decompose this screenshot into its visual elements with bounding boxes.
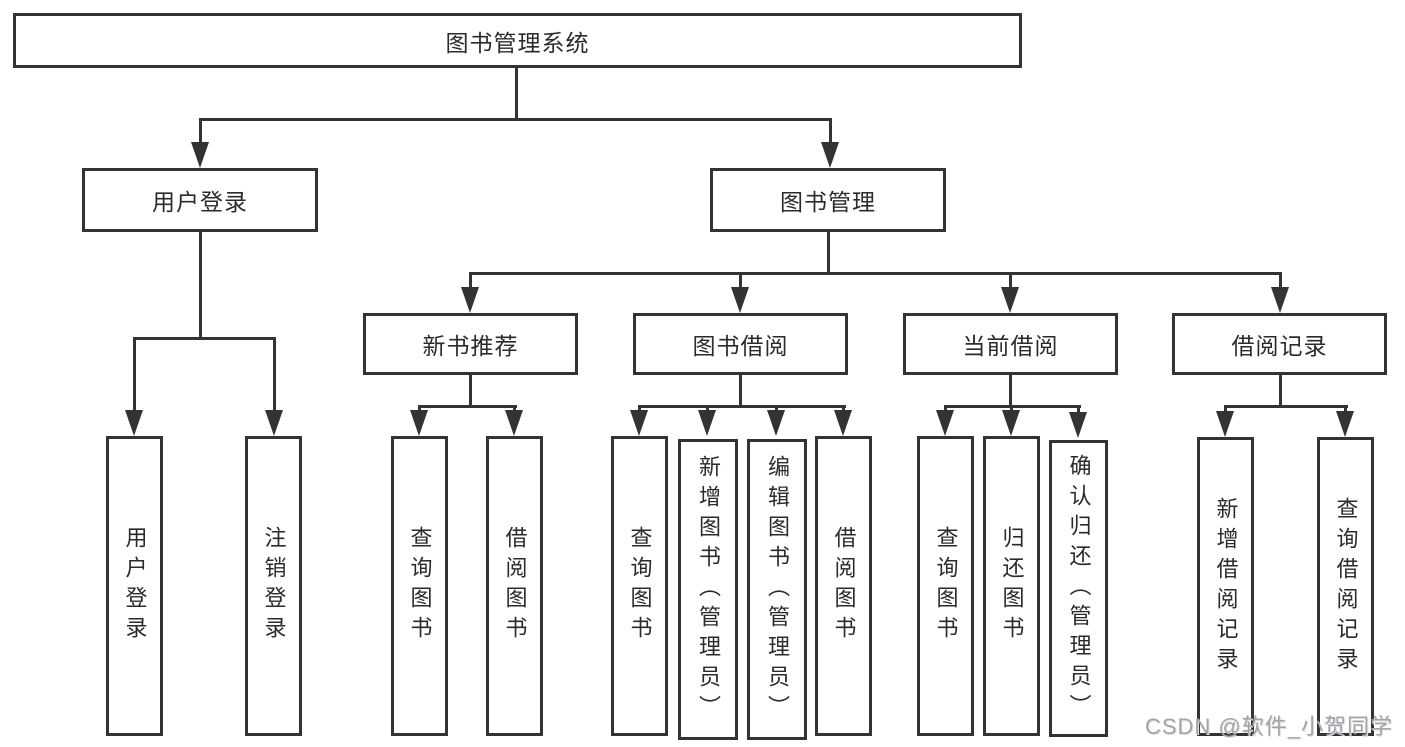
arrow-down-icon <box>1271 287 1289 313</box>
arrow-down-icon <box>731 287 749 313</box>
node-label: 图书管理 <box>780 189 876 215</box>
node-label: 新增借阅记录 <box>1213 496 1239 677</box>
arrow-down-icon <box>265 410 283 436</box>
node-current-borrowing: 当前借阅 <box>903 313 1118 375</box>
connector-leaf-stem <box>513 405 516 414</box>
node-confirm-return-admin: 确认归还（管理员） <box>1049 440 1108 737</box>
arrow-down-icon <box>1216 411 1234 437</box>
arrow-down-icon <box>191 142 209 168</box>
node-label: 查询借阅记录 <box>1333 496 1359 677</box>
connector-section-stem <box>469 272 472 290</box>
node-label: 图书借阅 <box>692 333 789 359</box>
node-label: 图书管理系统 <box>445 29 590 56</box>
connector-sec3-hline <box>1224 405 1348 408</box>
arrow-down-icon <box>834 410 852 436</box>
connector-root-hline <box>199 118 832 121</box>
arrow-down-icon <box>1069 412 1087 438</box>
connector-leaf-stem <box>775 405 778 414</box>
node-new-book-recommend: 新书推荐 <box>363 313 578 375</box>
arrow-down-icon <box>767 410 785 436</box>
connector-leaf-stem <box>273 337 276 412</box>
node-book-borrowing: 图书借阅 <box>633 313 848 375</box>
node-label: 用户登录 <box>152 189 248 215</box>
node-return-book: 归还图书 <box>983 436 1040 736</box>
connector-sec0-stem <box>469 375 472 408</box>
node-label: 确认归还（管理员） <box>1066 453 1092 724</box>
node-add-book-admin: 新增图书（管理员） <box>678 439 738 740</box>
node-user-login-leaf: 用户登录 <box>106 436 163 736</box>
connector-leaf-stem <box>133 337 136 412</box>
node-edit-book-admin: 编辑图书（管理员） <box>747 439 807 740</box>
node-label: 当前借阅 <box>962 333 1059 359</box>
node-system-root: 图书管理系统 <box>13 13 1022 68</box>
connector-sec0-hline <box>418 405 517 408</box>
connector-leaf-stem <box>1344 405 1347 414</box>
node-query-book-current: 查询图书 <box>917 436 974 736</box>
node-label: 归还图书 <box>999 526 1025 646</box>
connector-book-hline <box>469 272 1282 275</box>
arrow-down-icon <box>1002 410 1020 436</box>
node-label: 注销登录 <box>261 526 287 646</box>
connector-user-hline <box>133 337 276 340</box>
connector-leaf-stem <box>1077 405 1080 414</box>
arrow-down-icon <box>698 410 716 436</box>
node-add-borrow-record: 新增借阅记录 <box>1197 437 1254 736</box>
arrow-down-icon <box>505 410 523 436</box>
connector-root-stem <box>515 68 518 120</box>
node-label: 查询图书 <box>933 526 959 646</box>
connector-leaf-stem <box>638 405 641 414</box>
node-label: 借阅图书 <box>831 526 857 646</box>
node-borrow-book-recommend: 借阅图书 <box>486 436 543 736</box>
node-borrowing-records: 借阅记录 <box>1172 313 1387 375</box>
node-label: 新增图书（管理员） <box>696 454 721 725</box>
node-label: 查询图书 <box>627 526 653 646</box>
arrow-down-icon <box>936 410 954 436</box>
node-label: 用户登录 <box>122 526 148 646</box>
node-query-borrow-record: 查询借阅记录 <box>1317 437 1374 736</box>
arrow-down-icon <box>125 410 143 436</box>
node-query-book-borrowing: 查询图书 <box>611 436 668 736</box>
connector-sec2-stem <box>1009 375 1012 408</box>
node-logout: 注销登录 <box>245 436 302 736</box>
arrow-down-icon <box>461 287 479 313</box>
node-query-book-recommend: 查询图书 <box>391 436 448 736</box>
connector-leaf-stem <box>706 405 709 414</box>
connector-leaf-stem <box>418 405 421 414</box>
watermark: CSDN @软件_小贺同学 <box>1144 714 1393 739</box>
node-book-management-branch: 图书管理 <box>710 168 946 232</box>
connector-section-stem <box>1009 272 1012 290</box>
connector-sec3-stem <box>1279 375 1282 408</box>
connector-user-stem <box>199 118 202 146</box>
node-label: 新书推荐 <box>422 333 519 359</box>
node-label: 借阅图书 <box>502 526 528 646</box>
node-user-login-branch: 用户登录 <box>82 168 318 232</box>
connector-user-substem <box>199 232 202 337</box>
connector-leaf-stem <box>1224 405 1227 414</box>
node-label: 编辑图书（管理员） <box>765 454 790 725</box>
connector-leaf-stem <box>1010 405 1013 414</box>
connector-section-stem <box>739 272 742 290</box>
arrow-down-icon <box>410 410 428 436</box>
connector-leaf-stem <box>944 405 947 414</box>
arrow-down-icon <box>821 142 839 168</box>
connector-sec1-hline <box>638 405 846 408</box>
arrow-down-icon <box>1336 411 1354 437</box>
connector-book-substem <box>827 232 830 272</box>
arrow-down-icon <box>1001 287 1019 313</box>
node-label: 借阅记录 <box>1231 333 1328 359</box>
connector-sec1-stem <box>739 375 742 408</box>
node-borrow-book: 借阅图书 <box>815 436 872 736</box>
connector-book-stem <box>829 118 832 146</box>
node-label: 查询图书 <box>407 526 433 646</box>
connector-leaf-stem <box>842 405 845 414</box>
arrow-down-icon <box>630 410 648 436</box>
connector-section-stem <box>1279 272 1282 290</box>
